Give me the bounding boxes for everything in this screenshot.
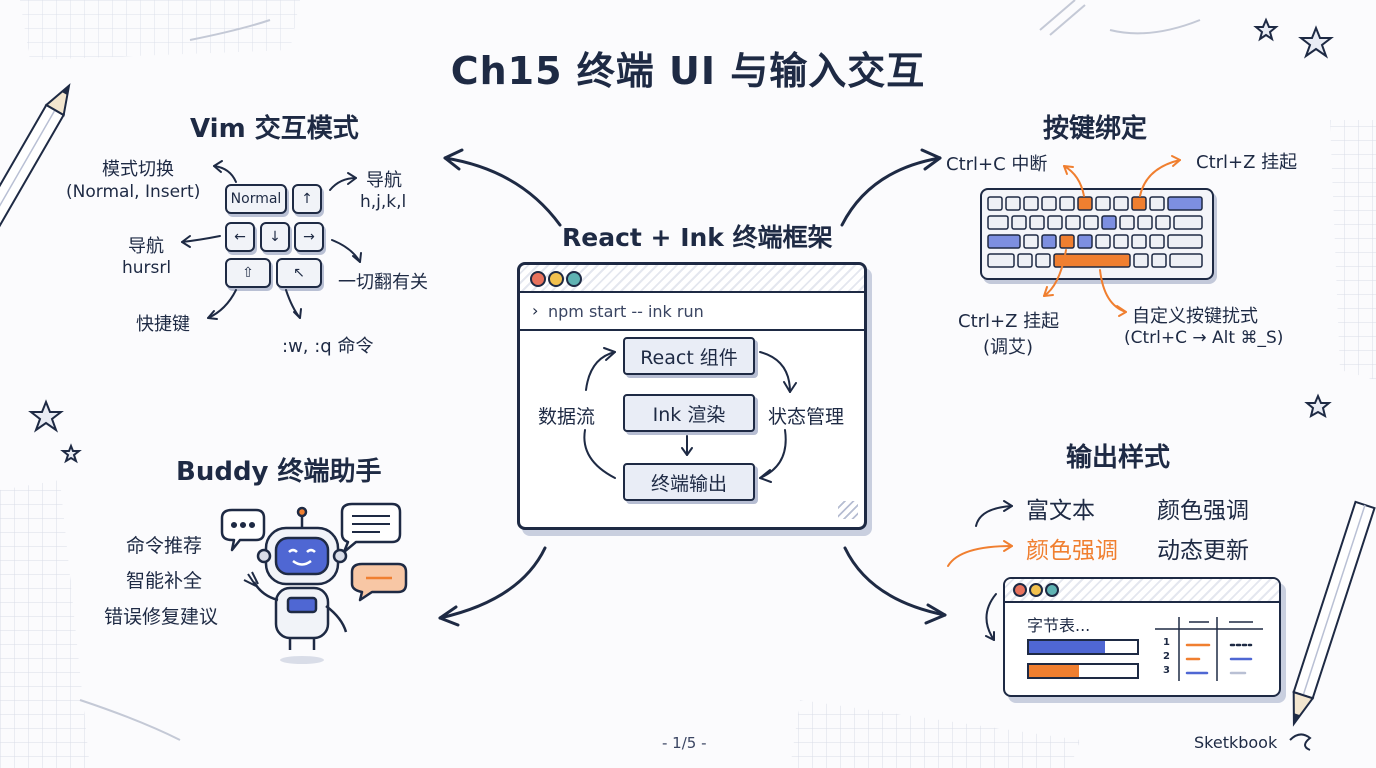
- nav-left-label: 导航: [128, 236, 164, 257]
- divider: [520, 329, 864, 331]
- maximize-dot-icon[interactable]: [1045, 583, 1059, 597]
- vim-section-title: Vim 交互模式: [190, 114, 359, 144]
- buddy-item-1: 智能补全: [126, 570, 203, 592]
- state-management-label: 状态管理: [768, 406, 845, 428]
- terminal-command: npm start -- ink run: [548, 302, 704, 321]
- window-corner-hatch: [838, 501, 858, 519]
- commands-label: :w, :q 命令: [282, 336, 374, 357]
- grid-paper: [790, 700, 1080, 768]
- left-arrow-key[interactable]: ←: [225, 222, 255, 252]
- keybind-section-title: 按键绑定: [1043, 114, 1148, 144]
- page-indicator: - 1/5 -: [662, 734, 707, 752]
- ctrl-z-bottom-label: Ctrl+Z 挂起: [958, 311, 1060, 332]
- mode-switch-sub: (Normal, Insert): [66, 182, 201, 202]
- flow-box-react: React 组件: [623, 337, 755, 375]
- mode-switch-label: 模式切换: [102, 159, 174, 180]
- maximize-dot-icon[interactable]: [566, 271, 582, 287]
- output-panel-label: 字节表...: [1027, 616, 1091, 635]
- prompt-icon: ›: [532, 301, 539, 320]
- shortcuts-label: 快捷键: [136, 314, 190, 335]
- cursor-key[interactable]: ↖: [276, 258, 322, 288]
- normal-mode-key[interactable]: Normal: [225, 184, 287, 214]
- buddy-item-0: 命令推荐: [126, 535, 203, 557]
- nav-left-keys: hursrl: [122, 258, 172, 278]
- progress-fill-blue: [1029, 641, 1105, 653]
- ctrl-z-top-label: Ctrl+Z 挂起: [1196, 152, 1298, 173]
- flow-box-ink: Ink 渲染: [623, 394, 755, 432]
- data-flow-label: 数据流: [538, 406, 596, 428]
- star-icon: [28, 17, 1334, 464]
- progress-bar-orange: [1027, 663, 1139, 679]
- table-row-number: 2: [1163, 651, 1170, 662]
- custom-binding-sub: (Ctrl+C → Alt ⌘_S): [1124, 328, 1284, 348]
- grid-paper: [20, 0, 300, 60]
- ctrl-c-label: Ctrl+C 中断: [946, 154, 1048, 175]
- minimize-dot-icon[interactable]: [548, 271, 564, 287]
- color-emphasis-label: 颜色强调: [1157, 498, 1249, 524]
- all-related-label: 一切翻有关: [338, 272, 428, 293]
- minimize-dot-icon[interactable]: [1029, 583, 1043, 597]
- close-dot-icon[interactable]: [530, 271, 546, 287]
- dynamic-update-label: 动态更新: [1157, 538, 1249, 564]
- pencil-icon: [1292, 500, 1376, 727]
- close-dot-icon[interactable]: [1013, 583, 1027, 597]
- pencil-icon: [0, 83, 71, 264]
- color-emphasis-orange-label: 颜色强调: [1026, 538, 1118, 564]
- grid-paper: [0, 480, 90, 768]
- up-arrow-key[interactable]: ↑: [292, 184, 322, 214]
- table-row-number: 3: [1163, 665, 1170, 676]
- ctrl-z-bottom-sub: (调艾): [983, 337, 1034, 358]
- mini-table: [1155, 617, 1263, 681]
- down-arrow-key[interactable]: ↓: [260, 222, 290, 252]
- right-arrow-key[interactable]: →: [294, 222, 324, 252]
- nav-right-label: 导航: [366, 170, 402, 191]
- rich-text-label: 富文本: [1026, 498, 1095, 524]
- output-window: 字节表... 1 2 3: [1003, 577, 1281, 697]
- progress-bar-blue: [1027, 639, 1139, 655]
- output-section-title: 输出样式: [1066, 443, 1171, 473]
- nav-right-keys: h,j,k,l: [360, 192, 407, 212]
- grid-paper: [1330, 120, 1376, 380]
- flow-box-output: 终端输出: [623, 463, 755, 501]
- center-title: React + Ink 终端框架: [562, 223, 833, 252]
- buddy-section-title: Buddy 终端助手: [176, 457, 382, 487]
- buddy-item-2: 错误修复建议: [104, 606, 219, 628]
- custom-binding-label: 自定义按键扰式: [1132, 306, 1258, 327]
- shift-key[interactable]: ⇧: [225, 258, 271, 288]
- progress-fill-orange: [1029, 665, 1079, 677]
- table-row-number: 1: [1163, 637, 1170, 648]
- page-title: Ch15 终端 UI 与输入交互: [450, 49, 926, 93]
- brand-label: Sketkbook: [1194, 733, 1278, 752]
